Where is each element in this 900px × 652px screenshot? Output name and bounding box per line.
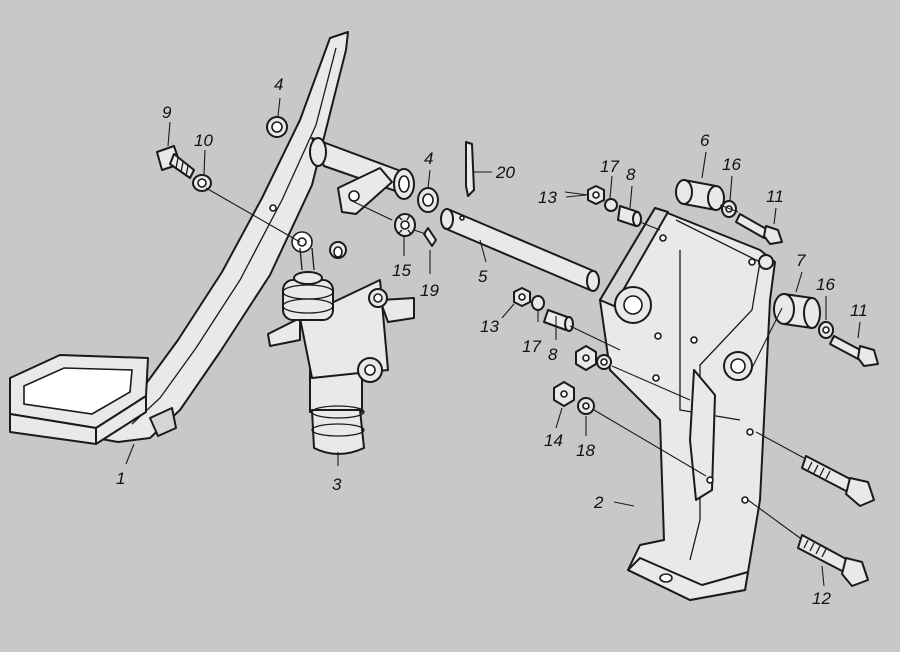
callout-18: 18	[576, 441, 595, 460]
nut-part-13-upper	[587, 185, 605, 205]
callout-1: 1	[116, 469, 125, 488]
assembly-axis-lines	[205, 187, 805, 539]
callout-16-upper: 16	[722, 155, 741, 174]
callout-12: 12	[812, 589, 831, 608]
sleeve-part-6	[675, 179, 725, 211]
callout-5: 5	[478, 267, 488, 286]
washer-part-17-lower	[531, 295, 545, 311]
callout-11-lower: 11	[850, 301, 868, 320]
nut-part-13-lower	[513, 287, 531, 307]
callout-17-lower: 17	[522, 337, 541, 356]
bolt-part-11-upper	[735, 213, 783, 245]
callout-8-upper: 8	[626, 165, 636, 184]
callout-leaders	[125, 97, 861, 587]
callout-16-lower: 16	[816, 275, 835, 294]
callout-10: 10	[194, 131, 213, 150]
callout-17-upper: 17	[600, 157, 619, 176]
callout-4-right: 4	[424, 149, 433, 168]
pedal-shaft	[309, 137, 415, 215]
callout-14: 14	[544, 431, 563, 450]
cotter-pin-part-20	[465, 141, 475, 197]
callout-2: 2	[593, 493, 604, 512]
long-bolt-upper	[801, 455, 875, 507]
long-bolt-part-12	[797, 534, 869, 587]
mounting-bracket	[599, 207, 776, 601]
callout-9: 9	[162, 103, 172, 122]
bolt-part-11-lower	[829, 335, 879, 367]
master-cylinder	[267, 241, 415, 455]
callout-13-upper: 13	[538, 188, 557, 207]
callout-7: 7	[796, 251, 806, 270]
cotter-pin-part-19	[423, 227, 437, 247]
nut-part-14	[553, 381, 575, 407]
callout-4-left: 4	[274, 75, 283, 94]
castle-nut-part-15	[394, 213, 416, 237]
callout-11-upper: 11	[766, 187, 784, 206]
callout-labels: 1 2 3 4 4 5 6 7 8 8 9 10 11 11 12 13 13 …	[116, 75, 868, 608]
shaft-part-5	[440, 208, 600, 292]
pedal-pad	[9, 354, 149, 445]
callout-3: 3	[332, 475, 342, 494]
callout-13-lower: 13	[480, 317, 499, 336]
washer-part-17-upper	[604, 198, 618, 212]
callout-6: 6	[700, 131, 710, 150]
callout-20: 20	[495, 163, 515, 182]
sleeve-part-7	[773, 293, 821, 329]
bolt-part-9	[156, 145, 195, 179]
nut-part-near-bracket	[575, 345, 597, 371]
bushing-part-8-lower	[543, 309, 574, 332]
callout-15: 15	[392, 261, 411, 280]
callout-19: 19	[420, 281, 439, 300]
callout-8-lower: 8	[548, 345, 558, 364]
bushing-part-8-upper	[617, 205, 642, 227]
